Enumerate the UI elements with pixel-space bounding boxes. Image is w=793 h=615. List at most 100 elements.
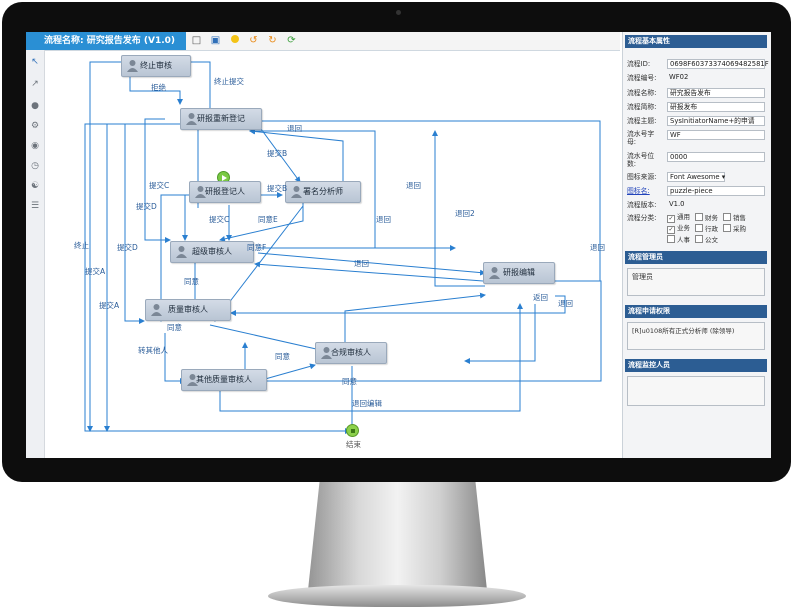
manager-box[interactable]: 管理员 bbox=[627, 268, 765, 296]
edge-label: 退回 bbox=[354, 259, 369, 268]
node-compliance-review[interactable]: 合规审核人 bbox=[315, 342, 387, 364]
monitor-box[interactable] bbox=[627, 376, 765, 406]
workflow-short-input[interactable]: 研报发布 bbox=[667, 102, 765, 112]
pointer-icon[interactable]: ↖ bbox=[31, 57, 39, 67]
workflow-subject-input[interactable]: SysInitiatorName+的申请 bbox=[667, 116, 765, 126]
user-icon bbox=[151, 304, 162, 316]
list-icon[interactable]: ☰ bbox=[30, 201, 40, 211]
refresh-icon[interactable]: ⟳ bbox=[287, 35, 296, 46]
icon-name-input[interactable]: puzzle-piece bbox=[667, 186, 765, 196]
icon-source-value: Font Awesome bbox=[670, 173, 720, 181]
properties-panel: 流程基本属性 流程ID: 0698F60373374069482581F 流程编… bbox=[622, 32, 771, 458]
edge-label: 退回2 bbox=[455, 209, 475, 218]
group-icon[interactable]: ☯ bbox=[30, 181, 40, 191]
category-label: 人事 bbox=[677, 236, 690, 244]
node-super-review[interactable]: 超级审核人 bbox=[170, 241, 254, 263]
user-icon bbox=[187, 374, 198, 386]
field-label: 流程主题: bbox=[627, 117, 657, 125]
category-label: 通用 bbox=[677, 213, 690, 221]
screen: 流程名称: 研究报告发布 (V1.0) □ ▣ ↺ ↻ ⟳ ↖ ↗ ● ⚙ ◉ … bbox=[26, 32, 771, 458]
clock-icon[interactable]: ◷ bbox=[31, 161, 39, 171]
category-checkbox[interactable]: 采购 bbox=[723, 224, 746, 233]
edge-line bbox=[209, 324, 326, 353]
basic-properties-header: 流程基本属性 bbox=[625, 35, 767, 48]
end-node[interactable] bbox=[346, 424, 359, 437]
version-value: V1.0 bbox=[669, 200, 685, 208]
serial-digits-input[interactable]: 0000 bbox=[667, 152, 765, 162]
category-checkbox[interactable]: 行政 bbox=[695, 224, 718, 233]
edge-label: 退回编辑 bbox=[352, 399, 382, 408]
icon-name-link[interactable]: 图标名: bbox=[627, 187, 650, 195]
edge-label: 退回 bbox=[287, 124, 302, 133]
category-label: 采购 bbox=[733, 225, 746, 233]
edge-label: 同意 bbox=[184, 277, 199, 286]
node-other-quality-review[interactable]: 其他质量审核人 bbox=[181, 369, 267, 391]
node-report-edit[interactable]: 研报编辑 bbox=[483, 262, 555, 284]
circle-icon[interactable] bbox=[228, 34, 241, 47]
node-terminate-review[interactable]: 终止审核 bbox=[121, 55, 191, 77]
edge-line bbox=[104, 123, 180, 432]
chevron-down-icon: ▾ bbox=[721, 173, 726, 181]
category-checkbox[interactable]: 销售 bbox=[723, 213, 746, 222]
node-report-record[interactable]: 研报登记人 bbox=[189, 181, 261, 203]
workflow-canvas[interactable]: 开始 结束 终止审核 研报重新登记 研报登记人 署名分析师 超级审核人 bbox=[45, 51, 620, 458]
edge-label: 终止提交 bbox=[214, 77, 244, 86]
edge-line bbox=[242, 280, 602, 382]
line-icon[interactable]: ↗ bbox=[31, 79, 39, 89]
node-quality-review[interactable]: 质量审核人 bbox=[145, 299, 231, 321]
edge-label: 提交B bbox=[267, 149, 288, 158]
edge-line bbox=[257, 252, 486, 276]
category-checkbox[interactable]: ✓业务 bbox=[667, 224, 690, 234]
user-icon bbox=[176, 246, 187, 258]
undo-icon[interactable]: ↺ bbox=[249, 35, 258, 46]
checkbox-icon: ✓ bbox=[667, 226, 675, 234]
edge-label: 同意F bbox=[247, 243, 267, 252]
edge-label: 同意 bbox=[275, 352, 290, 361]
category-checkbox[interactable]: ✓通用 bbox=[667, 213, 690, 223]
category-checkbox[interactable]: 财务 bbox=[695, 213, 718, 222]
edge-line bbox=[124, 123, 180, 324]
user-icon bbox=[195, 186, 206, 198]
category-checkbox[interactable]: 公文 bbox=[695, 235, 718, 244]
category-label: 销售 bbox=[733, 214, 746, 222]
edge-label: 提交D bbox=[136, 202, 157, 211]
monitor-header: 流程监控人员 bbox=[625, 359, 767, 372]
apply-permission-box[interactable]: [R]u0108所有正式分析师 (除领导) bbox=[627, 322, 765, 350]
edge-line bbox=[249, 128, 344, 182]
field-label: 流程ID: bbox=[627, 60, 651, 68]
edge-label: 同意 bbox=[167, 323, 182, 332]
category-checkbox[interactable]: 人事 bbox=[667, 235, 690, 244]
edge-label: 提交A bbox=[85, 267, 106, 276]
edge-line bbox=[144, 118, 171, 243]
save-icon[interactable]: ▣ bbox=[210, 35, 221, 46]
node-label: 研报编辑 bbox=[503, 268, 535, 277]
serial-prefix-input[interactable]: WF bbox=[667, 130, 765, 140]
edge-label: 转其他人 bbox=[138, 346, 168, 355]
node-signed-analyst[interactable]: 署名分析师 bbox=[285, 181, 361, 203]
field-label: 流程名称: bbox=[627, 89, 657, 97]
workflow-id-input[interactable]: 0698F60373374069482581F bbox=[667, 59, 769, 69]
category-label: 业务 bbox=[677, 224, 690, 232]
field-label: 流程版本: bbox=[627, 201, 657, 209]
redo-icon[interactable]: ↻ bbox=[268, 35, 277, 46]
workflow-name-input[interactable]: 研究报告发布 bbox=[667, 88, 765, 98]
edge-label: 同意E bbox=[258, 215, 278, 224]
edge-label: 提交A bbox=[99, 301, 120, 310]
camera-dot bbox=[396, 10, 401, 15]
edge-line bbox=[219, 196, 304, 242]
end-label: 结束 bbox=[346, 440, 361, 449]
edge-label: 同意 bbox=[342, 377, 357, 386]
node-label: 合规审核人 bbox=[331, 348, 371, 357]
comment-icon[interactable]: ◉ bbox=[31, 141, 39, 151]
edge-label: 提交D bbox=[117, 243, 138, 252]
field-label: 流水号字母: bbox=[627, 130, 655, 146]
field-label: 流程编号: bbox=[627, 74, 657, 82]
page-icon[interactable]: □ bbox=[191, 35, 202, 46]
node-report-rerecord[interactable]: 研报重新登记 bbox=[180, 108, 262, 130]
user-icon[interactable]: ● bbox=[31, 101, 39, 111]
gear-icon[interactable]: ⚙ bbox=[30, 121, 40, 131]
workflow-code-value: WF02 bbox=[669, 73, 689, 81]
icon-source-select[interactable]: Font Awesome ▾ bbox=[667, 172, 725, 182]
edge-line bbox=[432, 130, 485, 287]
category-label: 财务 bbox=[705, 214, 718, 222]
